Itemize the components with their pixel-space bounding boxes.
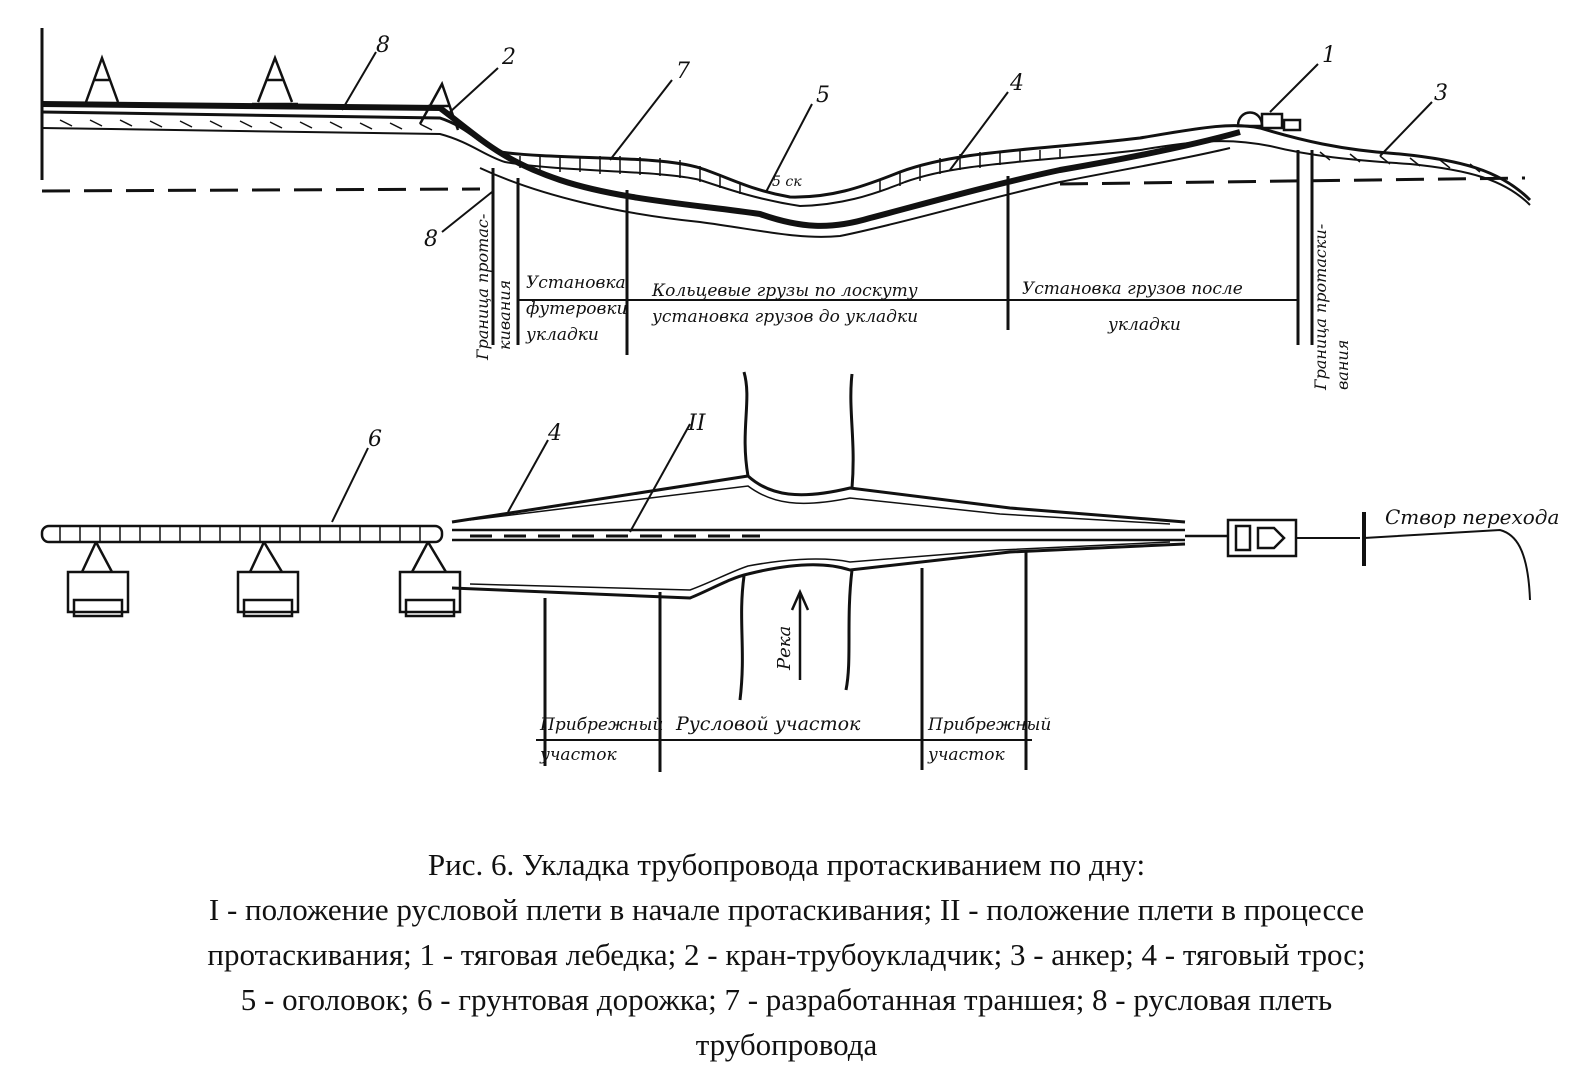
trench-upper-edge: [451, 474, 1186, 524]
plan-zone-dividers: [536, 550, 1032, 772]
river-flow-arrow: [790, 588, 810, 680]
profile-view: 8 2 7 5 4 1 3 8 5 ск Граница протас- кив…: [40, 28, 1532, 391]
zone-3-line2: укладки: [1107, 315, 1181, 335]
river-banks: [738, 371, 855, 701]
pipeline-diagram: 8 2 7 5 4 1 3 8 5 ск Граница протас- кив…: [40, 28, 1559, 772]
river-label: Река: [774, 626, 795, 671]
zone-1-line2: футеровки: [526, 299, 627, 319]
crane-2-icon: [252, 54, 298, 106]
crane-1-icon: [80, 54, 126, 106]
crane-plan-1-icon: [66, 541, 130, 618]
boundary-right-line2: вания: [1333, 340, 1352, 390]
plan-zone-2-line1: Русловой участок: [675, 713, 861, 735]
callout-3: 3: [1434, 81, 1448, 106]
pipe-head-small-label: 5 ск: [772, 174, 802, 190]
caption-line-1: Рис. 6. Укладка трубопровода протаскиван…: [427, 847, 1146, 882]
profile-zone-dividers: [491, 150, 1314, 355]
pipe-string-profile: [41, 101, 1241, 229]
trench-lower-edge: [451, 542, 1186, 600]
winch-profile-icon: [1236, 111, 1302, 132]
plan-zone-1-line1: Прибрежный: [539, 715, 663, 735]
crane-pipelayer-icons: [80, 54, 460, 131]
pipe-string-plan: [40, 524, 444, 544]
caption-line-4: 5 - оголовок; 6 - грунтовая дорожка; 7 -…: [240, 982, 1333, 1017]
callout-8-top: 8: [376, 33, 390, 58]
zone-2-line2: установка грузов до укладки: [651, 307, 918, 327]
callout-8-bottom: 8: [424, 227, 438, 252]
plan-callout-4: 4: [547, 421, 562, 446]
stvor-label: Створ перехода: [1385, 505, 1559, 529]
crane-plan-2-icon: [236, 541, 300, 618]
boundary-left-line2: кивания: [495, 280, 514, 350]
figure-caption: Рис. 6. Укладка трубопровода протаскиван…: [0, 842, 1573, 1067]
plan-zone-3-line1: Прибрежный: [927, 715, 1051, 735]
zone-3-line1: Установка грузов после: [1022, 279, 1243, 299]
crane-plan-icons: [66, 541, 462, 618]
callout-2: 2: [501, 45, 516, 70]
callout-1: 1: [1322, 43, 1336, 68]
trench-lower-inner: [469, 541, 1171, 591]
ground-layer: [41, 127, 1531, 208]
crane-3-icon: [418, 80, 460, 131]
caption-line-3: протаскивания; 1 - тяговая лебедка; 2 - …: [207, 937, 1366, 972]
callout-4: 4: [1009, 71, 1024, 96]
callout-7: 7: [676, 59, 690, 84]
stvor-line: [1363, 528, 1531, 601]
ground-surface: [41, 110, 1532, 202]
trench-upper-inner: [469, 485, 1171, 525]
winch-plan-icon: [1226, 518, 1298, 558]
plan-zone-3-line2: участок: [927, 745, 1005, 765]
zone-2-line1: Кольцевые грузы по лоскуту: [651, 281, 918, 301]
plan-callout-6: 6: [368, 427, 382, 452]
plan-callout-II: II: [687, 411, 707, 436]
boundary-right-line1: Граница протаски-: [1311, 224, 1330, 391]
pipe-in-trench: [452, 528, 1185, 542]
plan-callout-leaders: [331, 423, 691, 533]
plan-zone-1-line2: участок: [539, 745, 617, 765]
zone-1-line1: Установка: [526, 273, 626, 293]
pipe-lower-edge: [479, 147, 1231, 238]
zone-1-line3: укладки: [525, 325, 599, 345]
plan-view: Река 6 4 II Створ перехода Прибрежный уч…: [40, 371, 1559, 772]
water-level-line: [41, 176, 1526, 193]
callout-5: 5: [816, 83, 830, 108]
callout-leaders: [341, 51, 1433, 233]
hatching-profile: [59, 119, 1481, 194]
caption-line-5: трубопровода: [695, 1027, 878, 1062]
boundary-left-line1: Граница протас-: [473, 214, 492, 361]
crane-plan-3-icon: [398, 541, 462, 618]
caption-line-2: I - положение русловой плети в начале пр…: [208, 892, 1365, 927]
